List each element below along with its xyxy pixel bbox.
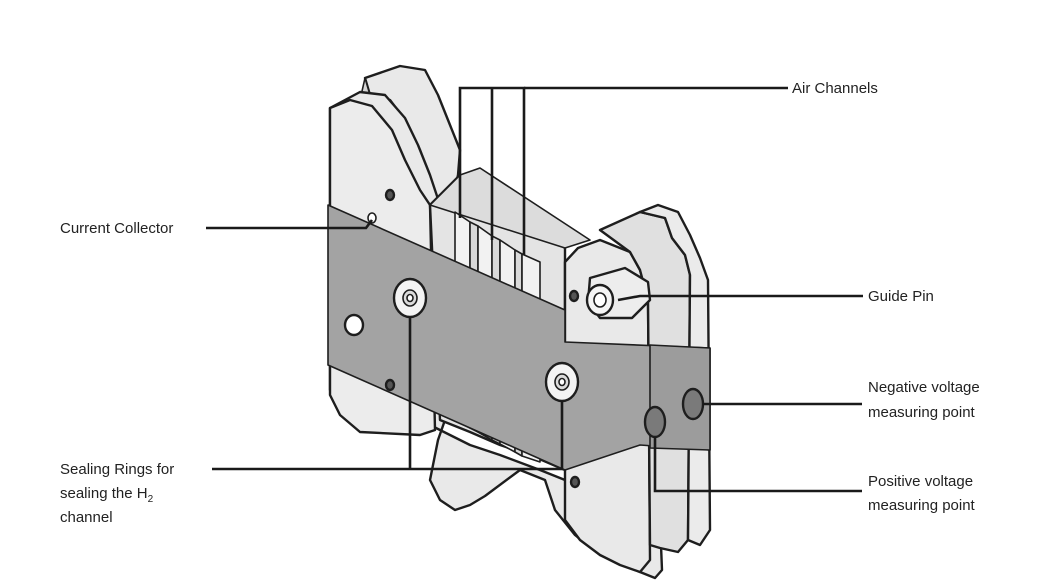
label-sealing-rings-2-text: sealing the H bbox=[60, 485, 148, 502]
label-air-channels: Air Channels bbox=[792, 80, 878, 97]
leader-sealing-rings bbox=[212, 401, 564, 471]
positive-voltage-point bbox=[643, 405, 667, 439]
label-sealing-rings-3: channel bbox=[60, 509, 113, 526]
label-sealing-rings-2: sealing the H2 bbox=[60, 485, 154, 505]
right-plate-hole-top bbox=[568, 289, 580, 303]
sealing-ring-right bbox=[544, 361, 580, 403]
label-negative-voltage-2: measuring point bbox=[868, 404, 976, 421]
sealing-ring-left bbox=[392, 277, 428, 319]
callout-labels: Air Channels Current Collector Guide Pin… bbox=[60, 80, 980, 526]
label-positive-voltage-1: Positive voltage bbox=[868, 473, 973, 490]
leader-positive-voltage bbox=[653, 437, 862, 493]
label-negative-voltage-1: Negative voltage bbox=[868, 379, 980, 396]
fuel-cell-body bbox=[327, 64, 712, 580]
label-sealing-rings-2-subscript: 2 bbox=[148, 494, 154, 505]
label-sealing-rings-1: Sealing Rings for bbox=[60, 461, 174, 478]
leader-lines bbox=[206, 86, 863, 493]
label-current-collector: Current Collector bbox=[60, 220, 173, 237]
label-guide-pin: Guide Pin bbox=[868, 288, 934, 305]
left-plate-hole-large bbox=[343, 313, 365, 337]
guide-pin bbox=[585, 266, 652, 320]
left-plate-hole-bottom bbox=[384, 378, 396, 392]
central-stack-top bbox=[429, 167, 591, 249]
leader-current-collector bbox=[206, 219, 374, 230]
right-rear-plate-2 bbox=[638, 203, 712, 547]
leader-guide-pin bbox=[617, 294, 863, 302]
left-plate-hole-top bbox=[384, 188, 396, 202]
label-positive-voltage-2: measuring point bbox=[868, 497, 976, 514]
negative-voltage-point bbox=[681, 387, 705, 421]
right-plate-hole-bottom bbox=[569, 475, 581, 489]
